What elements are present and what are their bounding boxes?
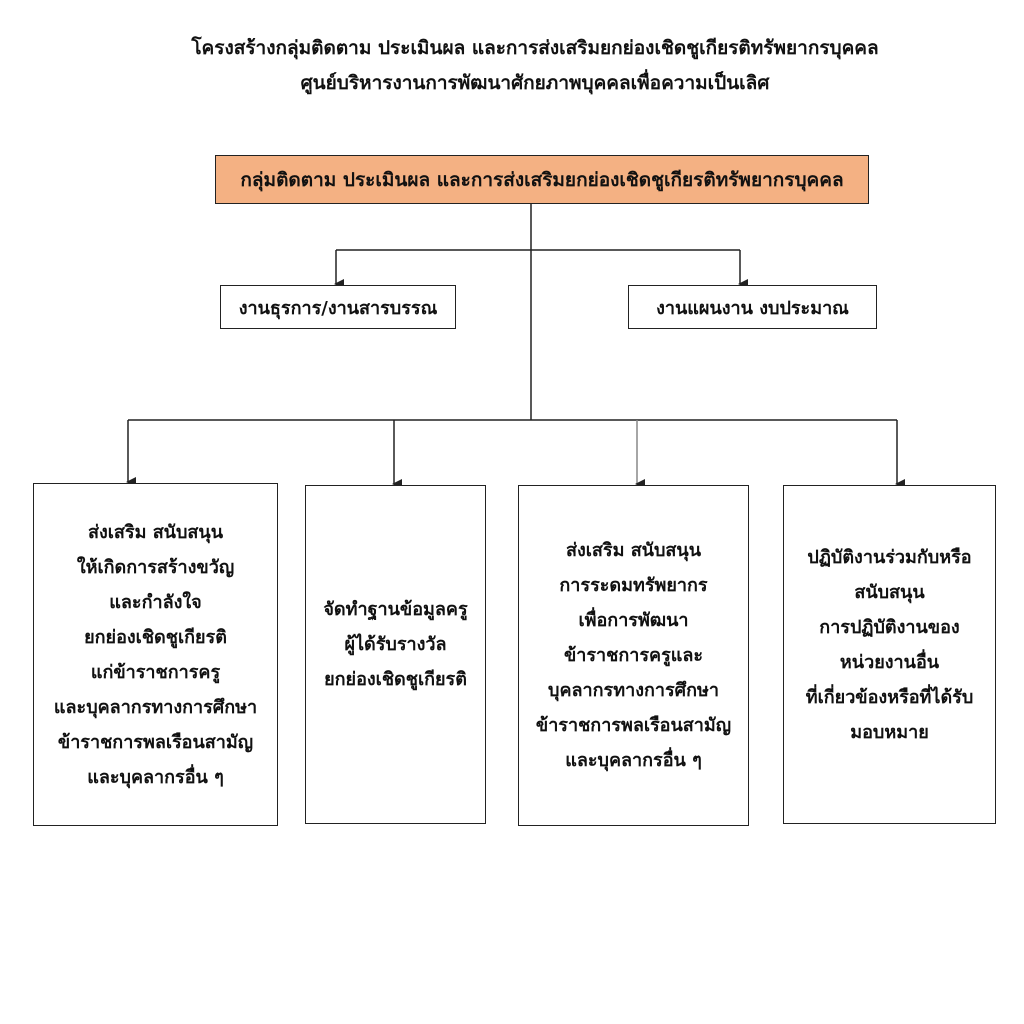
unit-line: และบุคลากรทางการศึกษา	[53, 696, 258, 718]
unit-line: จัดทำฐานข้อมูลครู	[323, 599, 468, 620]
unit-line: มอบหมาย	[850, 721, 929, 743]
unit-line: หน่วยงานอื่น	[839, 651, 940, 673]
admin-box: งานธุรการ/งานสารบรรณ	[220, 285, 456, 329]
plan-budget-label: งานแผนงาน งบประมาณ	[656, 297, 849, 319]
unit-line: การระดมทรัพยากร	[559, 575, 708, 596]
unit-box-database: จัดทำฐานข้อมูลครูผู้ได้รับรางวัลยกย่องเช…	[305, 485, 486, 824]
unit-line: แก่ข้าราชการครู	[90, 661, 221, 683]
chart-title-line-2: ศูนย์บริหารงานการพัฒนาศักยภาพบุคคลเพื่อค…	[300, 72, 770, 94]
unit-box-morale: ส่งเสริม สนับสนุนให้เกิดการสร้างขวัญและก…	[33, 483, 278, 826]
unit-line: การปฏิบัติงานของ	[819, 616, 960, 638]
unit-line: และบุคลากรอื่น ๆ	[565, 750, 702, 771]
unit-line: ปฏิบัติงานร่วมกับหรือ	[807, 546, 972, 568]
unit-line: ยกย่องเชิดชูเกียรติ	[84, 626, 227, 648]
chart-title-line-1: โครงสร้างกลุ่มติดตาม ประเมินผล และการส่ง…	[191, 37, 879, 59]
unit-line: ยกย่องเชิดชูเกียรติ	[324, 669, 467, 690]
head-box: กลุ่มติดตาม ประเมินผล และการส่งเสริมยกย่…	[215, 155, 869, 204]
unit-box-resources: ส่งเสริม สนับสนุนการระดมทรัพยากรเพื่อการ…	[518, 485, 749, 826]
admin-label: งานธุรการ/งานสารบรรณ	[238, 297, 438, 319]
unit-line: ข้าราชการพลเรือนสามัญ	[57, 731, 254, 753]
unit-box-cooperation: ปฏิบัติงานร่วมกับหรือสนับสนุนการปฏิบัติง…	[783, 485, 996, 824]
unit-line: ผู้ได้รับรางวัล	[344, 634, 447, 655]
unit-line: ส่งเสริม สนับสนุน	[565, 540, 702, 561]
plan-budget-box: งานแผนงาน งบประมาณ	[628, 285, 877, 329]
unit-line: บุคลากรทางการศึกษา	[548, 680, 719, 701]
unit-line: ข้าราชการครูและ	[563, 645, 704, 666]
unit-line: ข้าราชการพลเรือนสามัญ	[535, 715, 732, 736]
unit-line: ที่เกี่ยวข้องหรือที่ได้รับ	[805, 686, 974, 708]
unit-line: ส่งเสริม สนับสนุน	[87, 521, 224, 543]
unit-line: และกำลังใจ	[109, 591, 202, 613]
head-label: กลุ่มติดตาม ประเมินผล และการส่งเสริมยกย่…	[240, 168, 844, 191]
unit-line: ให้เกิดการสร้างขวัญ	[76, 556, 235, 578]
unit-line: เพื่อการพัฒนา	[578, 610, 689, 631]
unit-line: สนับสนุน	[854, 581, 925, 603]
unit-line: และบุคลากรอื่น ๆ	[87, 766, 224, 788]
